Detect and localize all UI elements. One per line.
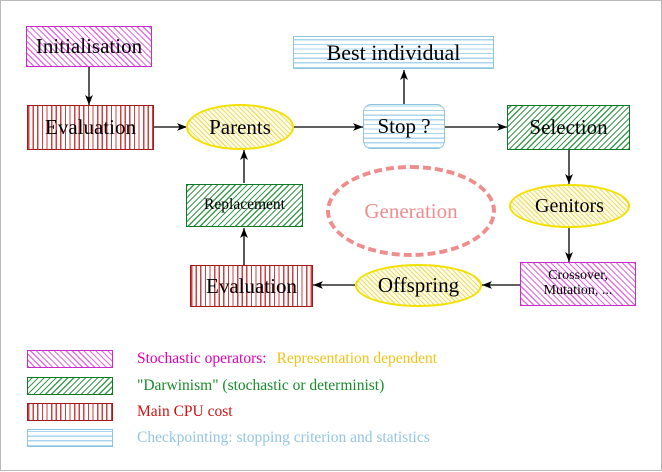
legend-row-darwinism: "Darwinism" (stochastic or determinist) (27, 377, 384, 395)
node-stop-label: Stop ? (377, 114, 431, 139)
node-operators-label-line1: Crossover, (548, 268, 608, 284)
node-genitors[interactable]: Genitors (509, 184, 630, 228)
node-initialisation[interactable]: Initialisation (26, 26, 152, 67)
node-initialisation-label: Initialisation (35, 34, 143, 59)
node-operators[interactable]: Crossover, Mutation, ... (520, 262, 636, 306)
node-replacement-label: Replacement (204, 196, 285, 214)
node-stop[interactable]: Stop ? (363, 104, 445, 149)
node-evaluation-top-label: Evaluation (45, 115, 136, 140)
legend-label-checkpointing: Checkpointing: stopping criterion and st… (137, 429, 430, 446)
legend-swatch-magenta (27, 350, 113, 368)
legend-label-representation-dependent: Representation dependent (276, 350, 438, 367)
node-generation: Generation (326, 165, 496, 257)
legend-label-darwinism: "Darwinism" (stochastic or determinist) (137, 377, 385, 394)
node-genitors-label: Genitors (535, 194, 604, 217)
legend-swatch-blue (27, 429, 113, 447)
node-replacement[interactable]: Replacement (186, 184, 303, 227)
node-parents-label: Parents (209, 114, 271, 139)
node-parents[interactable]: Parents (186, 104, 294, 150)
legend-swatch-green (27, 377, 113, 395)
legend-row-stochastic: Stochastic operators: Representation dep… (27, 350, 437, 368)
node-evaluation-bottom-label: Evaluation (206, 273, 297, 298)
legend-label-stochastic-operators: Stochastic operators: (137, 350, 267, 367)
node-evaluation-bottom[interactable]: Evaluation (190, 265, 313, 307)
node-selection[interactable]: Selection (507, 105, 630, 150)
legend-swatch-red (27, 403, 113, 421)
legend-label-main-cpu-cost: Main CPU cost (137, 403, 233, 420)
node-offspring-label: Offspring (377, 273, 460, 298)
node-generation-label: Generation (364, 198, 458, 223)
node-best-individual[interactable]: Best individual (293, 36, 494, 69)
node-evaluation-top[interactable]: Evaluation (27, 105, 154, 150)
legend-row-checkpointing: Checkpointing: stopping criterion and st… (27, 429, 430, 447)
legend-row-cpu-cost: Main CPU cost (27, 403, 233, 421)
node-selection-label: Selection (529, 115, 608, 140)
node-offspring[interactable]: Offspring (355, 264, 482, 307)
node-best-individual-label: Best individual (326, 39, 461, 65)
node-operators-label-line2: Mutation, ... (543, 283, 613, 298)
